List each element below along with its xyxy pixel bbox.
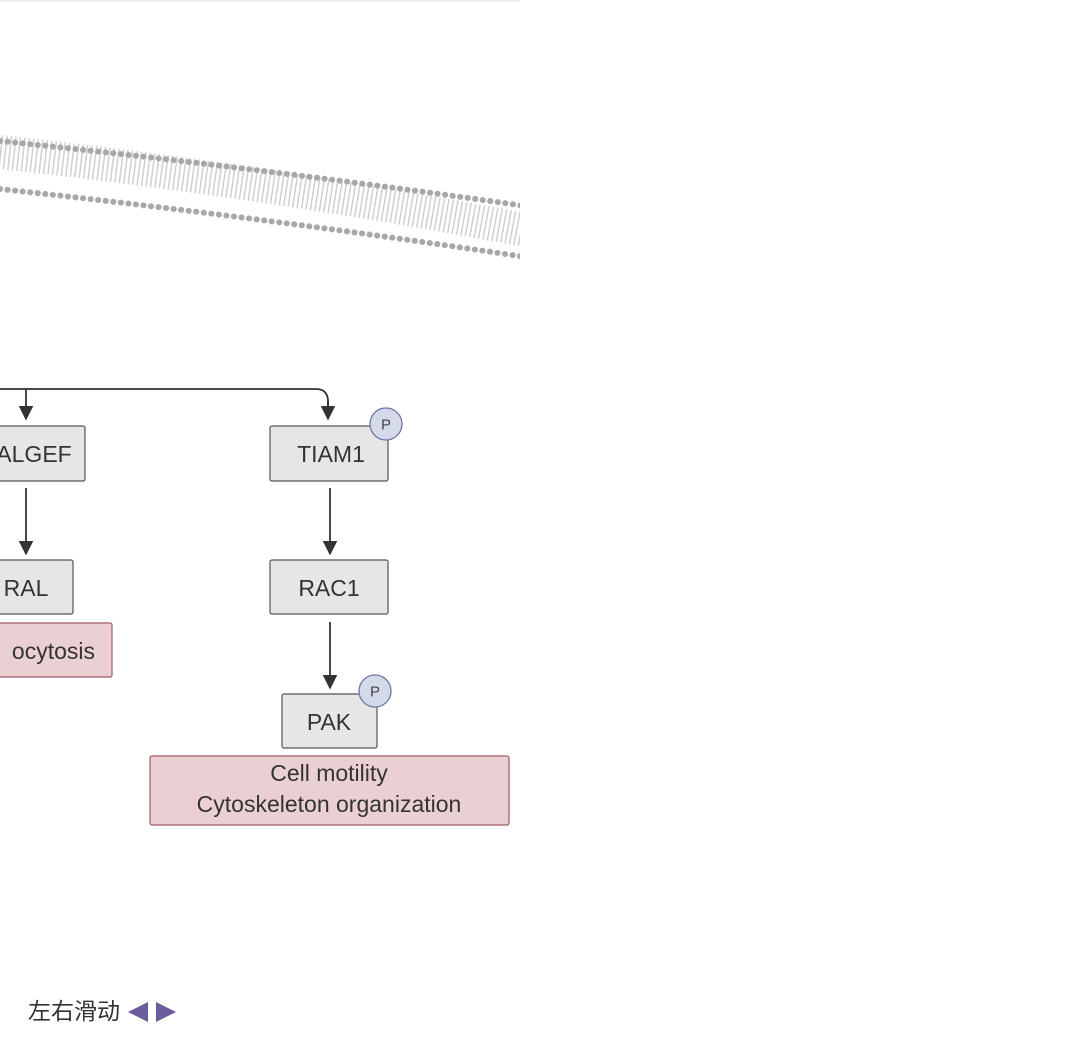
node-tiam1: TIAM1 P (269, 407, 403, 482)
phosphate-badge-tiam1: P (369, 407, 403, 441)
node-ralgef-label: ALGEF (0, 441, 72, 467)
node-pak: PAK P (281, 674, 392, 749)
pathway-edges (0, 388, 338, 690)
outcome-cell-motility: Cell motility Cytoskeleton organization (149, 755, 510, 826)
phosphate-label-pak: P (370, 684, 380, 701)
node-ral: RAL (0, 559, 74, 615)
cell-membrane-bilayer (0, 135, 520, 260)
node-rac1: RAC1 (269, 559, 389, 615)
outcome-endocytosis: ocytosis (0, 622, 113, 678)
outcome-endocytosis-label: ocytosis (12, 638, 95, 664)
phosphate-label-tiam1: P (381, 417, 391, 434)
split-line (0, 388, 329, 408)
triangle-left-icon[interactable] (128, 1002, 148, 1022)
node-tiam1-label: TIAM1 (297, 441, 365, 467)
swipe-hint-label: 左右滑动 (28, 999, 120, 1025)
outcome-motility-line-2: Cytoskeleton organization (197, 791, 462, 817)
node-ralgef: ALGEF (0, 425, 86, 482)
top-divider (0, 0, 520, 2)
node-rac1-label: RAC1 (298, 575, 359, 601)
outcome-motility-line-1: Cell motility (270, 760, 388, 786)
phosphate-badge-pak: P (358, 674, 392, 708)
triangle-right-icon[interactable] (156, 1002, 176, 1022)
swipe-hint: 左右滑动 (28, 995, 176, 1029)
node-pak-label: PAK (307, 709, 352, 735)
node-ral-label: RAL (4, 575, 49, 601)
